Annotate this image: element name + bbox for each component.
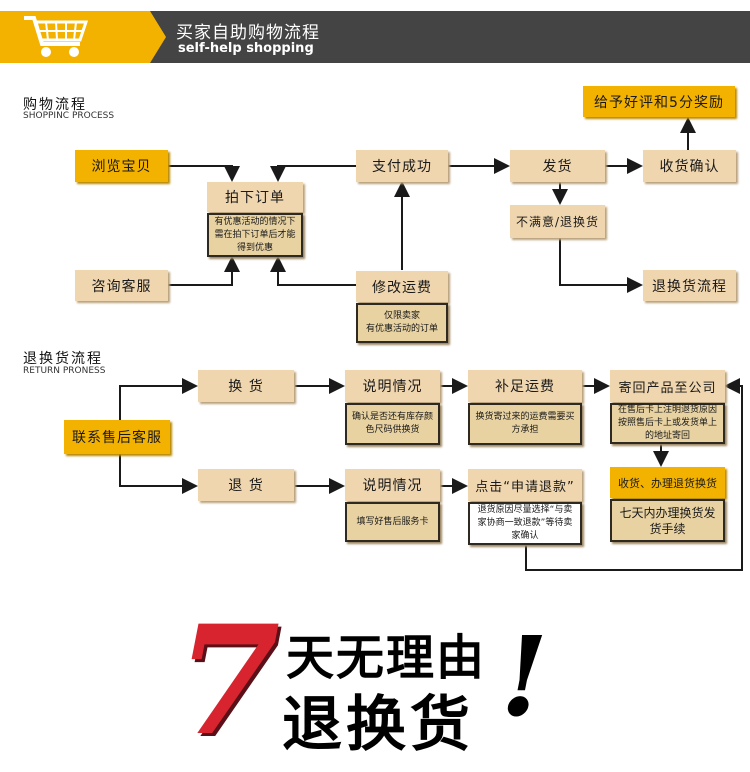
- apply-refund-box: 点击“申请退款”: [468, 469, 582, 501]
- shopping-cart-icon: [24, 16, 89, 57]
- explain-refund-box: 说明情况: [345, 469, 440, 501]
- apply-refund-note: 退货原因尽量选择“与卖家协商一致退款”等待卖家确认: [468, 502, 582, 545]
- exchange-box: 换 货: [198, 370, 294, 402]
- modify-note: 仅限卖家 有优惠活动的订单: [356, 303, 448, 343]
- extra-fee-box: 补足运费: [468, 370, 582, 402]
- receive-box: 收货确认: [643, 150, 736, 182]
- returns-section-title: 退换货流程: [23, 351, 103, 367]
- returns-section-subtitle: RETURN PRONESS: [23, 366, 106, 376]
- shopping-section-subtitle: SHOPPINC PROCESS: [23, 111, 115, 121]
- header-arrow: [150, 11, 166, 63]
- explain-exchange-note: 确认是否还有库存颜色尺码供换货: [345, 403, 440, 445]
- consult-box: 咨询客服: [75, 270, 168, 301]
- slogan-line1: 天无理由: [286, 630, 487, 686]
- contact-service-box: 联系售后客服: [64, 420, 170, 454]
- modify-box: 修改运费: [356, 271, 448, 302]
- explain-exchange-box: 说明情况: [345, 370, 440, 402]
- modify-note-line1: 仅限卖家: [383, 311, 420, 321]
- order-note: 有优惠活动的情况下需在拍下订单后才能得到优惠: [207, 213, 303, 257]
- pay-box: 支付成功: [356, 150, 448, 182]
- send-back-note: 在售后卡上注明退货原因按照售后卡上或发货单上的地址寄回: [610, 403, 725, 444]
- ship-box: 发货: [510, 150, 605, 182]
- send-back-box: 寄回产品至公司: [610, 370, 725, 402]
- slogan-line2: 退换货: [282, 690, 474, 760]
- seven-day-note: 七天内办理换货发货手续: [610, 499, 725, 542]
- modify-note-line2: 有优惠活动的订单: [365, 324, 438, 334]
- extra-fee-note: 换货寄过来的运费需要买方承担: [468, 403, 582, 445]
- return-flow-box: 退换货流程: [643, 270, 736, 301]
- receipt-box: 收货、办理退货换货: [610, 467, 725, 498]
- review-box: 给予好评和5分奖励: [583, 86, 735, 117]
- shopping-section-title: 购物流程: [23, 97, 87, 113]
- order-box: 拍下订单: [207, 182, 303, 212]
- explain-refund-note: 填写好售后服务卡: [345, 502, 440, 542]
- slogan-exclaim: !: [500, 612, 549, 741]
- slogan-seven: 7: [176, 593, 281, 769]
- header-title-en: self-help shopping: [178, 41, 314, 56]
- header-title-cn: 买家自助购物流程: [176, 23, 320, 43]
- unsatisfied-box: 不满意/退换货: [510, 205, 605, 238]
- refund-box: 退 货: [198, 469, 294, 501]
- browse-box: 浏览宝贝: [75, 150, 168, 182]
